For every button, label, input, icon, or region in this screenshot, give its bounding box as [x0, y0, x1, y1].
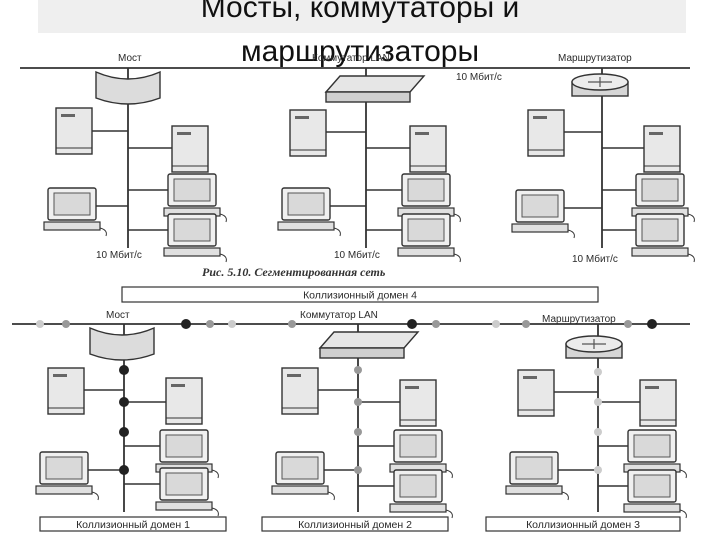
top-server-icon-4	[409, 125, 447, 173]
bottom-pc-icon-4	[271, 451, 336, 501]
bottom-label-router: Маршрутизатор	[542, 314, 616, 325]
collision-domain-3-box	[485, 516, 681, 532]
top-speed-label: 10 Мбит/с	[456, 71, 502, 83]
bottom-server-icon-6	[639, 379, 677, 427]
top-pc-icon-1	[43, 187, 108, 237]
top-speed-2: 10 Мбит/с	[334, 249, 380, 261]
bottom-switch-icon	[319, 347, 405, 359]
bottom-label-bridge: Мост	[106, 310, 130, 321]
top-speed-1: 10 Мбит/с	[96, 249, 142, 261]
slide-title: Мосты, коммутаторы и маршрутизаторы	[0, 0, 720, 74]
bottom-server-icon-2	[165, 377, 203, 425]
top-server-icon-1	[55, 107, 93, 155]
segment-1-dots	[119, 365, 129, 475]
top-pc-icon-3	[163, 213, 228, 263]
bottom-server-icon-1	[47, 367, 85, 415]
collision-domain-3-label: Коллизионный домен 3	[526, 519, 640, 531]
top-bridge-icon	[95, 70, 161, 105]
bottom-pc-icon-6	[389, 469, 454, 519]
top-label-router: Маршрутизатор	[558, 53, 632, 64]
top-server-icon-2	[171, 125, 209, 173]
top-label-bridge: Мост	[118, 53, 142, 64]
segment-2-dots	[354, 366, 362, 474]
figure-caption: Рис. 5.10. Сегментированная сеть	[202, 265, 386, 279]
top-switch-icon	[325, 91, 411, 103]
top-server-icon-6	[643, 125, 681, 173]
bottom-pc-icon-1	[35, 451, 100, 501]
bottom-pc-icon-9	[623, 469, 688, 519]
collision-domain-2-box	[261, 516, 449, 532]
top-pc-icon-6	[397, 213, 462, 263]
bottom-bridge-icon	[89, 326, 155, 361]
bottom-server-icon-4	[399, 379, 437, 427]
segment-3-dots	[594, 368, 602, 474]
title-line-1: Мосты, коммутаторы и	[200, 0, 520, 24]
collision-domain-1-label: Коллизионный домен 1	[76, 519, 190, 531]
title-line-2: маршрутизаторы	[240, 35, 480, 68]
collision-domain-2-label: Коллизионный домен 2	[298, 519, 412, 531]
bottom-label-switch: Коммутатор LAN	[300, 310, 378, 321]
backbone-dots	[36, 319, 657, 329]
bottom-server-icon-5	[517, 369, 555, 417]
title-band	[38, 0, 686, 33]
top-server-icon-5	[527, 109, 565, 157]
top-speed-3: 10 Мбит/с	[572, 253, 618, 265]
top-server-icon-3	[289, 109, 327, 157]
top-pc-icon-4	[277, 187, 342, 237]
top-label-switch: Коммутатор LAN	[312, 53, 390, 64]
top-pc-icon-9	[631, 213, 696, 263]
top-pc-icon-7	[511, 189, 576, 239]
collision-domain-4-label: Коллизионный домен 4	[303, 290, 417, 302]
collision-domain-4-box	[121, 286, 599, 303]
bottom-pc-icon-3	[155, 467, 220, 517]
collision-domain-1-box	[39, 516, 227, 532]
bottom-pc-icon-7	[505, 451, 570, 501]
bottom-server-icon-3	[281, 367, 319, 415]
